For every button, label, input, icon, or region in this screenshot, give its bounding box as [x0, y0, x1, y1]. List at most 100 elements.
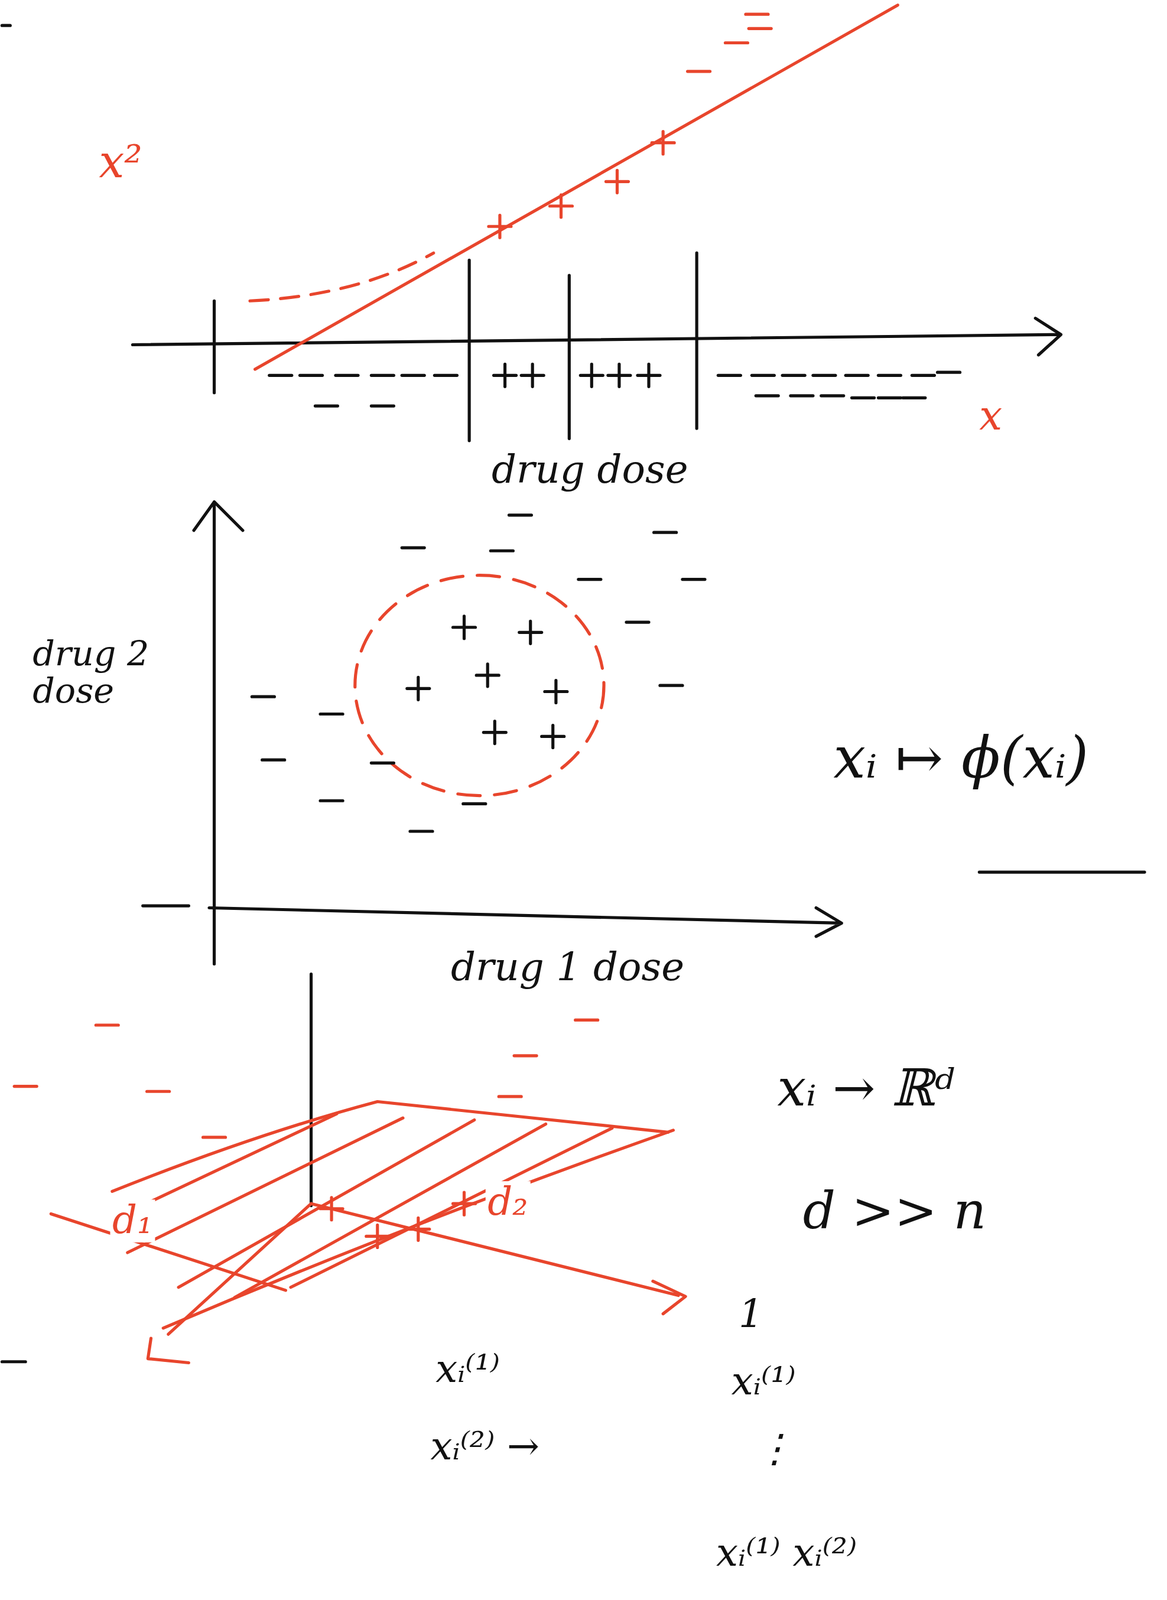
minus-point — [147, 1090, 170, 1094]
label-text: xᵢ⁽¹⁾ — [729, 1360, 798, 1404]
label-text: xᵢ⁽²⁾ → — [428, 1426, 542, 1469]
plus-point — [521, 363, 544, 387]
label-text: d₂ — [485, 1181, 531, 1224]
plus-point — [541, 725, 565, 748]
minus-point — [95, 1023, 119, 1027]
minus-point — [682, 577, 705, 581]
minus-point — [782, 374, 805, 377]
label-text: xᵢ → ℝᵈ — [775, 1060, 957, 1117]
label-text: drug 2 dose — [30, 634, 178, 711]
label-text: drug dose — [489, 449, 691, 492]
plus-point — [320, 1197, 343, 1221]
plus-point — [476, 664, 499, 687]
minus-point — [320, 799, 343, 803]
plus-point — [519, 621, 542, 644]
plus-point — [544, 680, 568, 704]
minus-point — [203, 1135, 226, 1139]
plus-point — [488, 215, 512, 238]
x-axis — [132, 318, 1061, 356]
label-text: d₁ — [109, 1199, 155, 1243]
minus-point — [410, 829, 433, 833]
label-text: xᵢ⁽¹⁾ xᵢ⁽²⁾ — [713, 1532, 859, 1575]
minus-point — [911, 374, 935, 377]
underline — [979, 870, 1145, 874]
axis-tick — [142, 904, 190, 908]
label-text: xᵢ ↦ ϕ(xᵢ) — [831, 726, 1091, 789]
minus-point — [490, 549, 513, 553]
minus-point — [748, 27, 772, 31]
minus-point — [269, 374, 292, 377]
plus-point — [407, 677, 430, 700]
minus-point — [751, 374, 775, 377]
minus-point — [654, 531, 677, 535]
plus-point — [550, 194, 573, 218]
minus-point — [335, 374, 359, 377]
edge-mark — [1, 24, 11, 28]
threshold-line — [469, 252, 697, 441]
label-text: d >> n — [800, 1183, 988, 1240]
minus-point — [371, 374, 394, 377]
x-axis — [209, 907, 842, 936]
edge-mark — [1, 1360, 26, 1364]
minus-point — [434, 374, 457, 377]
minus-point — [725, 41, 748, 45]
plus-point — [366, 1224, 389, 1248]
minus-point — [687, 69, 711, 73]
plus-point — [453, 616, 476, 639]
plus-point — [407, 1217, 430, 1241]
plus-point — [493, 363, 517, 387]
axis-left — [50, 1213, 286, 1290]
minus-point — [314, 404, 338, 408]
label-text: 1 — [736, 1293, 766, 1336]
plus-point — [453, 1192, 476, 1215]
minus-point — [790, 394, 814, 398]
minus-point — [463, 802, 486, 806]
axis-tick — [212, 300, 216, 393]
black-strokes — [1, 25, 1145, 1362]
minus-point — [514, 1054, 537, 1058]
minus-point — [575, 1018, 598, 1022]
plus-point — [651, 131, 675, 155]
hyperplane — [112, 1102, 674, 1329]
plus-point — [637, 363, 661, 387]
minus-point — [508, 513, 532, 517]
plus-point — [483, 721, 506, 744]
minus-point — [401, 374, 425, 377]
minus-point — [745, 12, 769, 16]
minus-point — [300, 374, 323, 377]
label-text: x² — [96, 137, 145, 188]
red-strokes — [50, 5, 898, 1364]
minus-point — [660, 684, 683, 688]
label-text: ⋮ — [752, 1428, 796, 1471]
plus-point — [608, 363, 631, 387]
parabola-dashed — [249, 252, 434, 301]
minus-point — [251, 695, 275, 699]
minus-point — [262, 758, 285, 762]
minus-point — [498, 1094, 522, 1098]
minus-point — [14, 1084, 37, 1088]
minus-point — [821, 394, 844, 398]
minus-point — [878, 396, 901, 400]
minus-point — [755, 394, 779, 398]
separating-line — [255, 5, 899, 370]
minus-point — [626, 621, 649, 624]
y-axis — [193, 501, 243, 964]
label-text: x — [977, 392, 1005, 438]
minus-point — [937, 371, 961, 375]
z-axis — [309, 974, 313, 1206]
minus-point — [401, 545, 425, 549]
minus-point — [852, 396, 875, 400]
plane-hatch — [120, 1113, 613, 1298]
minus-point — [717, 374, 741, 377]
plus-point — [580, 363, 603, 387]
minus-point — [578, 577, 601, 581]
minus-point — [320, 712, 343, 716]
decision-boundary — [355, 575, 604, 796]
minus-point — [878, 374, 901, 377]
minus-point — [813, 374, 836, 377]
minus-point — [845, 374, 869, 377]
minus-point — [902, 396, 926, 400]
plus-point — [605, 170, 629, 193]
